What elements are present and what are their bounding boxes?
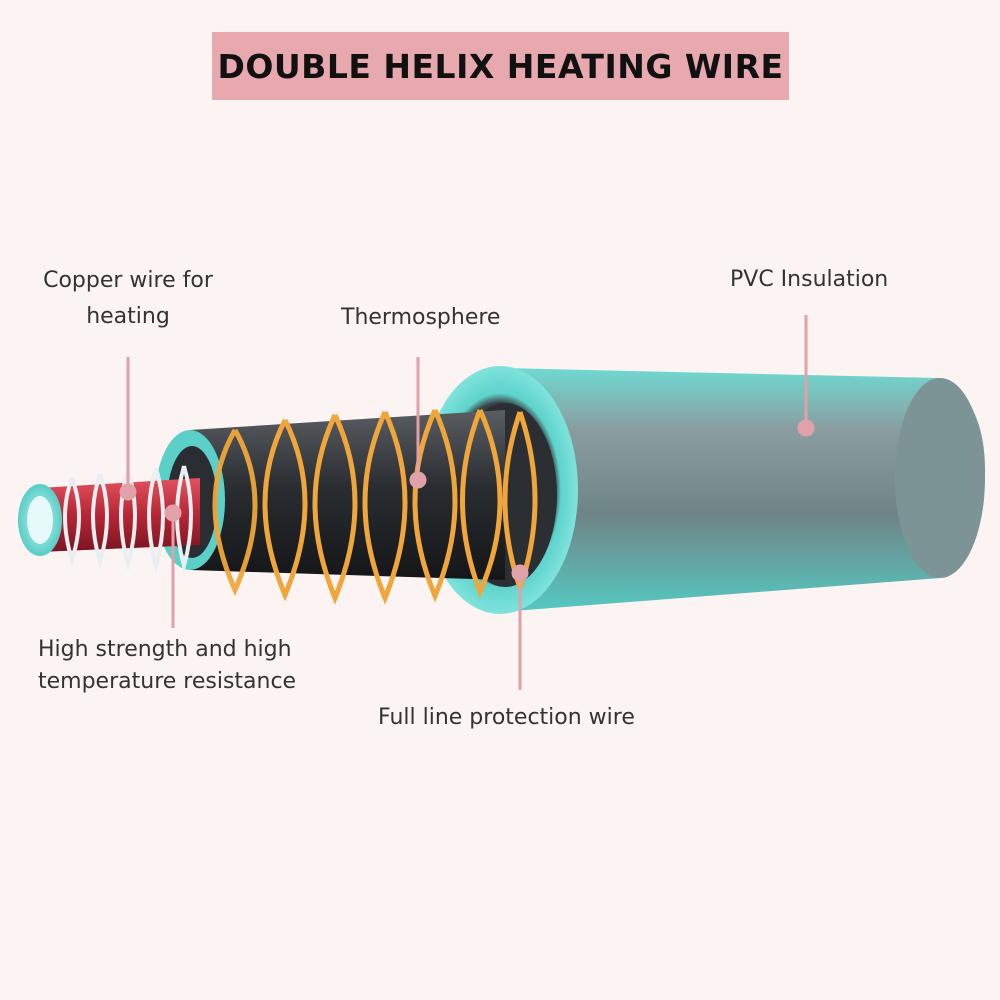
title-banner: DOUBLE HELIX HEATING WIRE (212, 32, 789, 100)
protection-wire-label: Full line protection wire (378, 705, 635, 730)
copper-callout-dot (119, 483, 137, 501)
copper-wire-label-line2: heating (86, 304, 170, 329)
strength-label: High strength and high temperature resis… (38, 634, 296, 698)
strength-callout-dot (164, 504, 182, 522)
page-title: DOUBLE HELIX HEATING WIRE (217, 46, 784, 86)
strength-label-line1: High strength and high (38, 637, 292, 662)
thermosphere-label: Thermosphere (341, 305, 501, 330)
copper-wire-label-line1: Copper wire for (43, 268, 213, 293)
copper-wire-label: Copper wire for heating (28, 263, 228, 335)
strength-label-line2: temperature resistance (38, 669, 297, 694)
protection-callout-dot (511, 564, 529, 582)
thermosphere-callout-dot (409, 471, 427, 489)
pvc-callout-dot (797, 419, 815, 437)
pvc-insulation-label: PVC Insulation (730, 267, 889, 292)
